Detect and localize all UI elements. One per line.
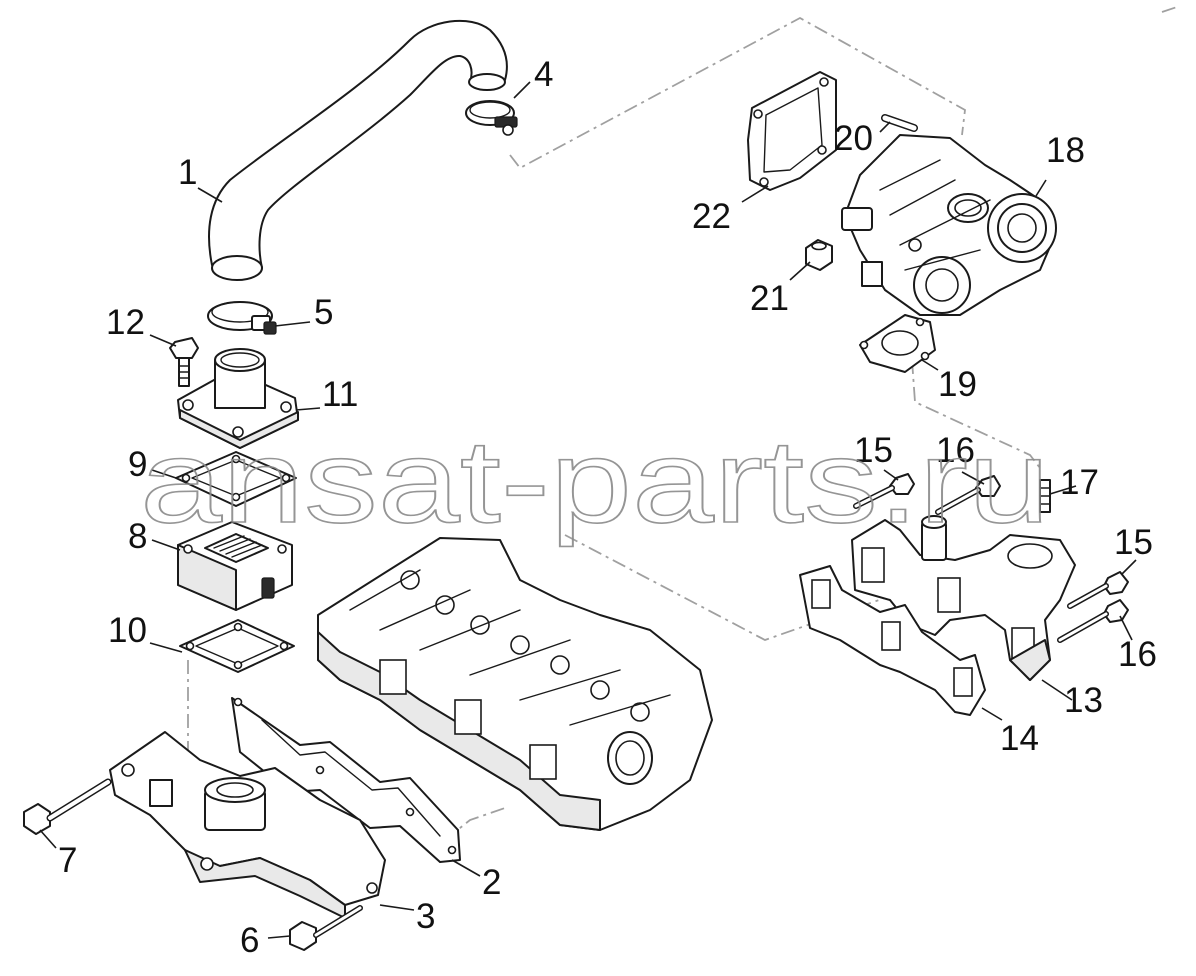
bolt-15-lower <box>1067 571 1129 609</box>
stud-20 <box>881 114 918 132</box>
callout-3: 3 <box>416 897 435 936</box>
callout-20: 20 <box>834 119 873 158</box>
exhaust-manifold-13 <box>851 515 1076 681</box>
callout-17: 17 <box>1060 463 1099 502</box>
callout-15-upper: 15 <box>854 431 893 470</box>
callout-19: 19 <box>938 365 977 404</box>
callout-9: 9 <box>128 445 147 484</box>
callout-12: 12 <box>106 303 145 342</box>
nut-21 <box>805 239 833 271</box>
bolt-12 <box>169 337 199 387</box>
bolt-16-lower <box>1057 599 1129 643</box>
callout-16-lower: 16 <box>1118 635 1157 674</box>
hose-part <box>208 19 508 281</box>
leader-lines <box>39 81 1137 939</box>
turbo-gasket-22 <box>747 71 837 191</box>
callout-8: 8 <box>128 517 147 556</box>
bolt-7 <box>23 778 112 835</box>
callout-5: 5 <box>314 293 333 332</box>
exhaust-gasket-14 <box>799 565 986 716</box>
hose-clamp-large <box>207 301 277 335</box>
callout-21: 21 <box>750 279 789 318</box>
callout-16-upper: 16 <box>936 431 975 470</box>
turbocharger-18 <box>841 134 1057 316</box>
callout-6: 6 <box>240 921 259 960</box>
gasket-10 <box>179 619 295 673</box>
gasket-9 <box>175 451 297 507</box>
watermark-text: ansat-parts.ru <box>140 416 1050 548</box>
stud-17 <box>1039 479 1051 513</box>
callout-7: 7 <box>58 841 77 880</box>
callout-11: 11 <box>322 375 358 414</box>
callout-labels: 1 2 3 4 5 6 7 8 9 10 11 12 13 14 15 15 1… <box>58 55 1157 960</box>
turbo-gasket-19 <box>859 314 936 373</box>
outlet-flange-11 <box>177 348 299 449</box>
callout-15-lower: 15 <box>1114 523 1153 562</box>
thermostat-housing-8 <box>177 521 293 611</box>
callout-4: 4 <box>534 55 553 94</box>
bolt-16-upper <box>935 475 1001 515</box>
callout-22: 22 <box>692 197 731 236</box>
callout-10: 10 <box>108 611 147 650</box>
callout-1: 1 <box>178 153 197 192</box>
callout-18: 18 <box>1046 131 1085 170</box>
hose-clamp-small <box>465 100 518 136</box>
cylinder-head <box>317 537 713 831</box>
callout-2: 2 <box>482 863 501 902</box>
callout-13: 13 <box>1064 681 1103 720</box>
bolt-6 <box>289 905 363 951</box>
intake-manifold-3 <box>109 731 386 919</box>
callout-14: 14 <box>1000 719 1039 758</box>
